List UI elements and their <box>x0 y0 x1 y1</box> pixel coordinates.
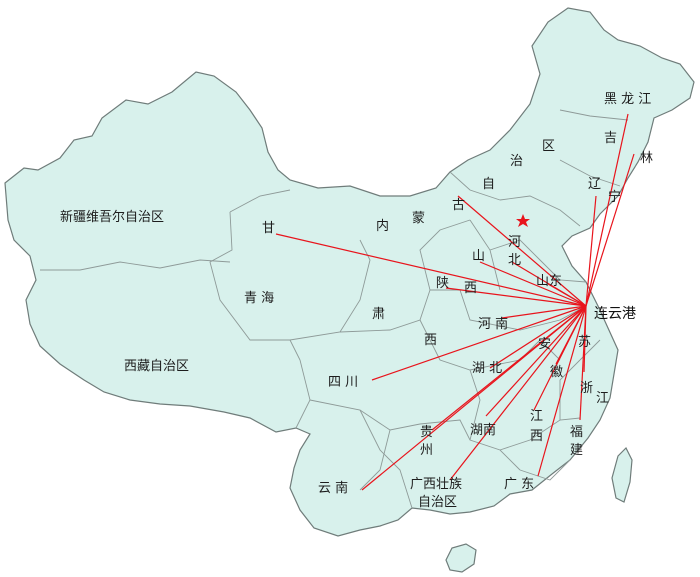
label-fujian-fu: 福 <box>570 425 583 440</box>
label-shandong: 山东 <box>536 274 562 289</box>
label-zhejiang-jiang: 江 <box>596 391 609 406</box>
label-hebei-he: 河 <box>508 235 521 250</box>
route-line <box>371 305 587 381</box>
label-lianyungang: 连云港 <box>594 306 636 322</box>
label-guangxi-1: 广西壮族 <box>410 476 462 492</box>
label-gansu-su: 肃 <box>372 307 385 322</box>
label-neimenggu-meng: 蒙 <box>412 211 425 226</box>
label-fujian-jian: 建 <box>570 443 583 458</box>
label-shaanxi-xi: 西 <box>464 281 477 296</box>
label-liaoning-liao: 辽 <box>588 177 601 192</box>
route-line <box>585 153 635 307</box>
province-borders <box>40 109 629 509</box>
label-gansu-gan: 甘 <box>262 221 275 236</box>
route-line <box>479 261 587 307</box>
label-xi: 西 <box>424 333 437 348</box>
label-anhui-an: 安 <box>538 337 551 352</box>
label-qinghai: 青 海 <box>244 291 274 306</box>
route-line <box>489 305 587 369</box>
label-shanxi-shan: 山 <box>472 249 485 264</box>
route-line <box>445 287 587 307</box>
label-guangxi-2: 自治区 <box>418 495 457 510</box>
mainland-outline <box>4 7 695 537</box>
label-jilin-ji: 吉 <box>604 131 617 146</box>
label-shaanxi-shaan: 陕 <box>436 276 449 291</box>
label-neimenggu-nei: 内 <box>376 218 389 234</box>
label-hebei-bei: 北 <box>508 253 521 268</box>
label-neimenggu-zhi: 治 <box>510 154 523 169</box>
label-guizhou-zhou: 州 <box>420 443 433 458</box>
route-line <box>579 305 587 421</box>
label-jiangxi-xi: 西 <box>530 429 543 444</box>
route-lines <box>275 113 635 491</box>
label-neimenggu-zi: 自 <box>482 177 495 192</box>
label-xinjiang: 新疆维吾尔自治区 <box>60 209 164 225</box>
route-line <box>457 195 587 307</box>
label-yunnan: 云 南 <box>318 480 348 496</box>
route-line <box>449 305 587 481</box>
route-line <box>585 195 597 307</box>
label-jiangsu-su: 苏 <box>578 334 591 350</box>
route-line <box>275 233 587 307</box>
route-line <box>361 305 587 491</box>
label-jilin-lin: 林 <box>640 151 653 166</box>
label-henan: 河 南 <box>478 316 508 332</box>
label-hubei: 湖 北 <box>472 361 502 376</box>
label-neimenggu-qu: 区 <box>542 139 555 154</box>
route-line <box>585 113 629 307</box>
label-liaoning-ning: 宁 <box>608 189 621 205</box>
label-anhui-hui: 徽 <box>550 365 563 380</box>
label-neimenggu-gu: 古 <box>452 198 465 213</box>
route-line <box>537 305 587 477</box>
hainan-island <box>445 543 477 573</box>
label-guizhou-gui: 贵 <box>420 425 433 440</box>
label-zhejiang-zhe: 浙 <box>580 381 593 396</box>
region-labels: 新疆维吾尔自治区 西藏自治区 青 海 甘 肃 内 蒙 古 自 治 区 黑 龙 江… <box>60 92 653 510</box>
route-line <box>533 305 587 411</box>
route-line <box>547 283 587 307</box>
route-line <box>485 305 587 417</box>
label-hunan: 湖南 <box>470 422 496 438</box>
label-guangdong: 广 东 <box>504 477 534 492</box>
taiwan-island <box>611 446 633 503</box>
label-xizang: 西藏自治区 <box>124 359 189 374</box>
star-icon <box>516 214 530 227</box>
label-heilongjiang: 黑 龙 江 <box>604 92 651 107</box>
label-jiangxi-jiang: 江 <box>530 409 543 424</box>
label-sichuan: 四 川 <box>328 375 358 390</box>
route-line <box>501 305 587 319</box>
